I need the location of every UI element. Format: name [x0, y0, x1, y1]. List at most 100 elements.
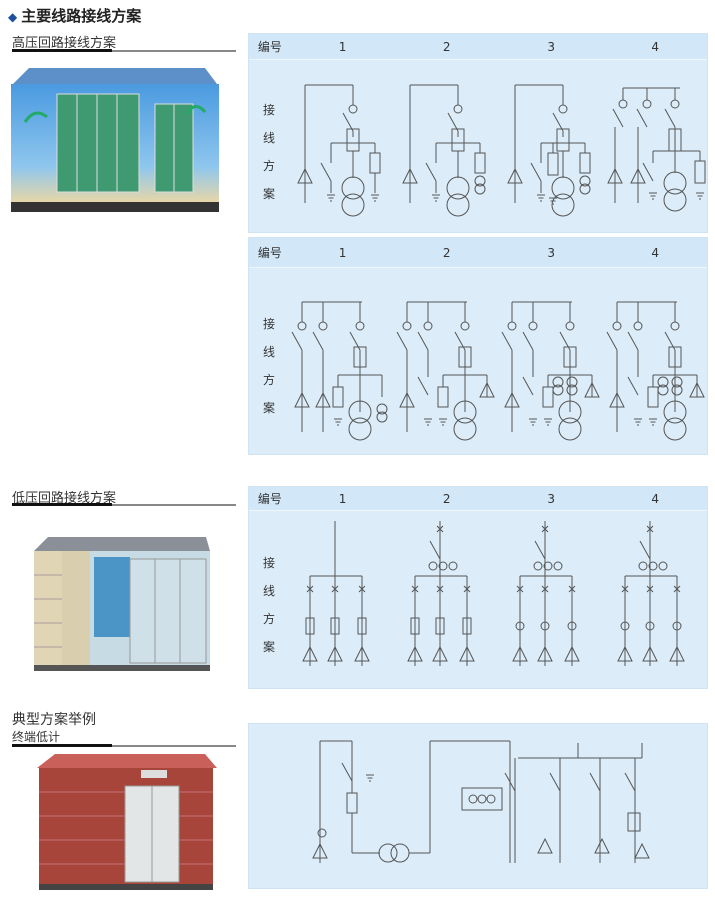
- fuse-symbol: [353, 346, 367, 368]
- breaker-symbol: [646, 585, 654, 593]
- arrester-symbol: [504, 391, 520, 408]
- fuse-symbol: [547, 152, 559, 176]
- schematic-circle: [642, 99, 652, 109]
- ct-icon: [376, 403, 388, 415]
- arrester-symbol: [294, 391, 310, 408]
- transformer-icon: [453, 417, 477, 441]
- arrester-symbol: [302, 645, 318, 662]
- ground-symbol: [371, 194, 379, 202]
- switch-symbol: [627, 331, 639, 351]
- ct-icon: [566, 384, 578, 396]
- ground-symbol: [696, 192, 704, 200]
- arrester-symbol: [507, 167, 523, 184]
- fuse-symbol: [579, 152, 591, 174]
- column-number: 2: [442, 40, 451, 54]
- schematic-circle: [670, 321, 680, 331]
- arrester-symbol: [297, 167, 313, 184]
- switch-symbol: [396, 331, 408, 351]
- fuse-symbol: [435, 617, 445, 635]
- ct-icon: [474, 183, 486, 195]
- scheme-label: 接线方案: [262, 317, 275, 415]
- scheme-label: 接线方案: [262, 556, 275, 654]
- schematic-circle: [528, 321, 538, 331]
- arrester-symbol: [432, 645, 448, 662]
- schematic-circle: [515, 621, 525, 631]
- column-number: 1: [338, 40, 347, 54]
- ct-icon: [671, 376, 683, 388]
- schematic-circle: [318, 321, 328, 331]
- arrester-symbol: [537, 645, 553, 662]
- transformer-icon: [341, 176, 365, 200]
- switch-symbol: [664, 108, 676, 128]
- schematic-circle: [453, 104, 463, 114]
- table-header: 编号 1 2 3 4: [249, 238, 707, 268]
- switch-symbol: [429, 540, 441, 560]
- schematic-circle: [477, 794, 487, 804]
- ct-icon: [657, 384, 669, 396]
- switch-symbol: [522, 376, 534, 396]
- lv-substation-photo: [34, 537, 210, 671]
- switch-symbol: [447, 112, 459, 132]
- fuse-symbol: [474, 152, 486, 174]
- arrester-symbol: [594, 837, 610, 854]
- switch-symbol: [501, 331, 513, 351]
- switch-symbol: [530, 162, 542, 182]
- column-number: 2: [442, 246, 451, 260]
- switch-symbol: [627, 376, 639, 396]
- breaker-symbol: [436, 525, 444, 533]
- arrester-symbol: [584, 381, 600, 398]
- schematic-circle: [618, 99, 628, 109]
- ct-icon: [657, 376, 669, 388]
- arrester-symbol: [617, 645, 633, 662]
- column-number: 4: [651, 492, 660, 506]
- ground-symbol: [529, 418, 537, 426]
- fuse-symbol: [458, 346, 472, 368]
- schematic-circle: [507, 321, 517, 331]
- column-number: 4: [651, 40, 660, 54]
- breaker-symbol: [621, 585, 629, 593]
- switch-symbol: [612, 108, 624, 128]
- breaker-symbol: [516, 585, 524, 593]
- switch-symbol: [320, 162, 332, 182]
- transformer-icon: [446, 193, 470, 217]
- switch-symbol: [417, 376, 429, 396]
- ground-symbol: [334, 418, 342, 426]
- page-title: ◆主要线路接线方案: [8, 7, 142, 25]
- ct-icon: [376, 411, 388, 423]
- breaker-symbol: [411, 585, 419, 593]
- arrester-symbol: [564, 645, 580, 662]
- switch-symbol: [417, 331, 429, 351]
- hv-substation-photo: [11, 68, 219, 212]
- schematic-circle: [672, 621, 682, 631]
- schematic-circle: [468, 794, 478, 804]
- fuse-symbol: [410, 617, 420, 635]
- schematic-circle: [438, 561, 448, 571]
- column-number: 2: [442, 492, 451, 506]
- header-label: 编号: [257, 246, 282, 260]
- column-number: 3: [547, 246, 555, 260]
- ground-symbol: [544, 418, 552, 426]
- typical-substation-photo: [37, 754, 217, 890]
- schematic-circle: [670, 99, 680, 109]
- arrester-symbol: [399, 391, 415, 408]
- fuse-symbol: [437, 386, 449, 408]
- fuse-symbol: [332, 386, 344, 408]
- schematic-circle: [638, 561, 648, 571]
- schematic-circle: [428, 561, 438, 571]
- switch-symbol: [534, 540, 546, 560]
- lv-section-title: 低压回路接线方案: [12, 491, 117, 506]
- arrester-symbol: [312, 842, 328, 859]
- transformer-icon: [551, 193, 575, 217]
- arrester-symbol: [609, 391, 625, 408]
- fuse-symbol: [694, 160, 706, 184]
- ct-icon: [474, 175, 486, 187]
- transformer-icon: [663, 188, 687, 212]
- column-number: 1: [338, 492, 347, 506]
- ground-symbol: [649, 418, 657, 426]
- transformer-icon: [378, 843, 398, 863]
- switch-symbol: [636, 108, 648, 128]
- breaker-symbol: [541, 525, 549, 533]
- transformer-icon: [663, 171, 687, 195]
- ct-icon: [552, 376, 564, 388]
